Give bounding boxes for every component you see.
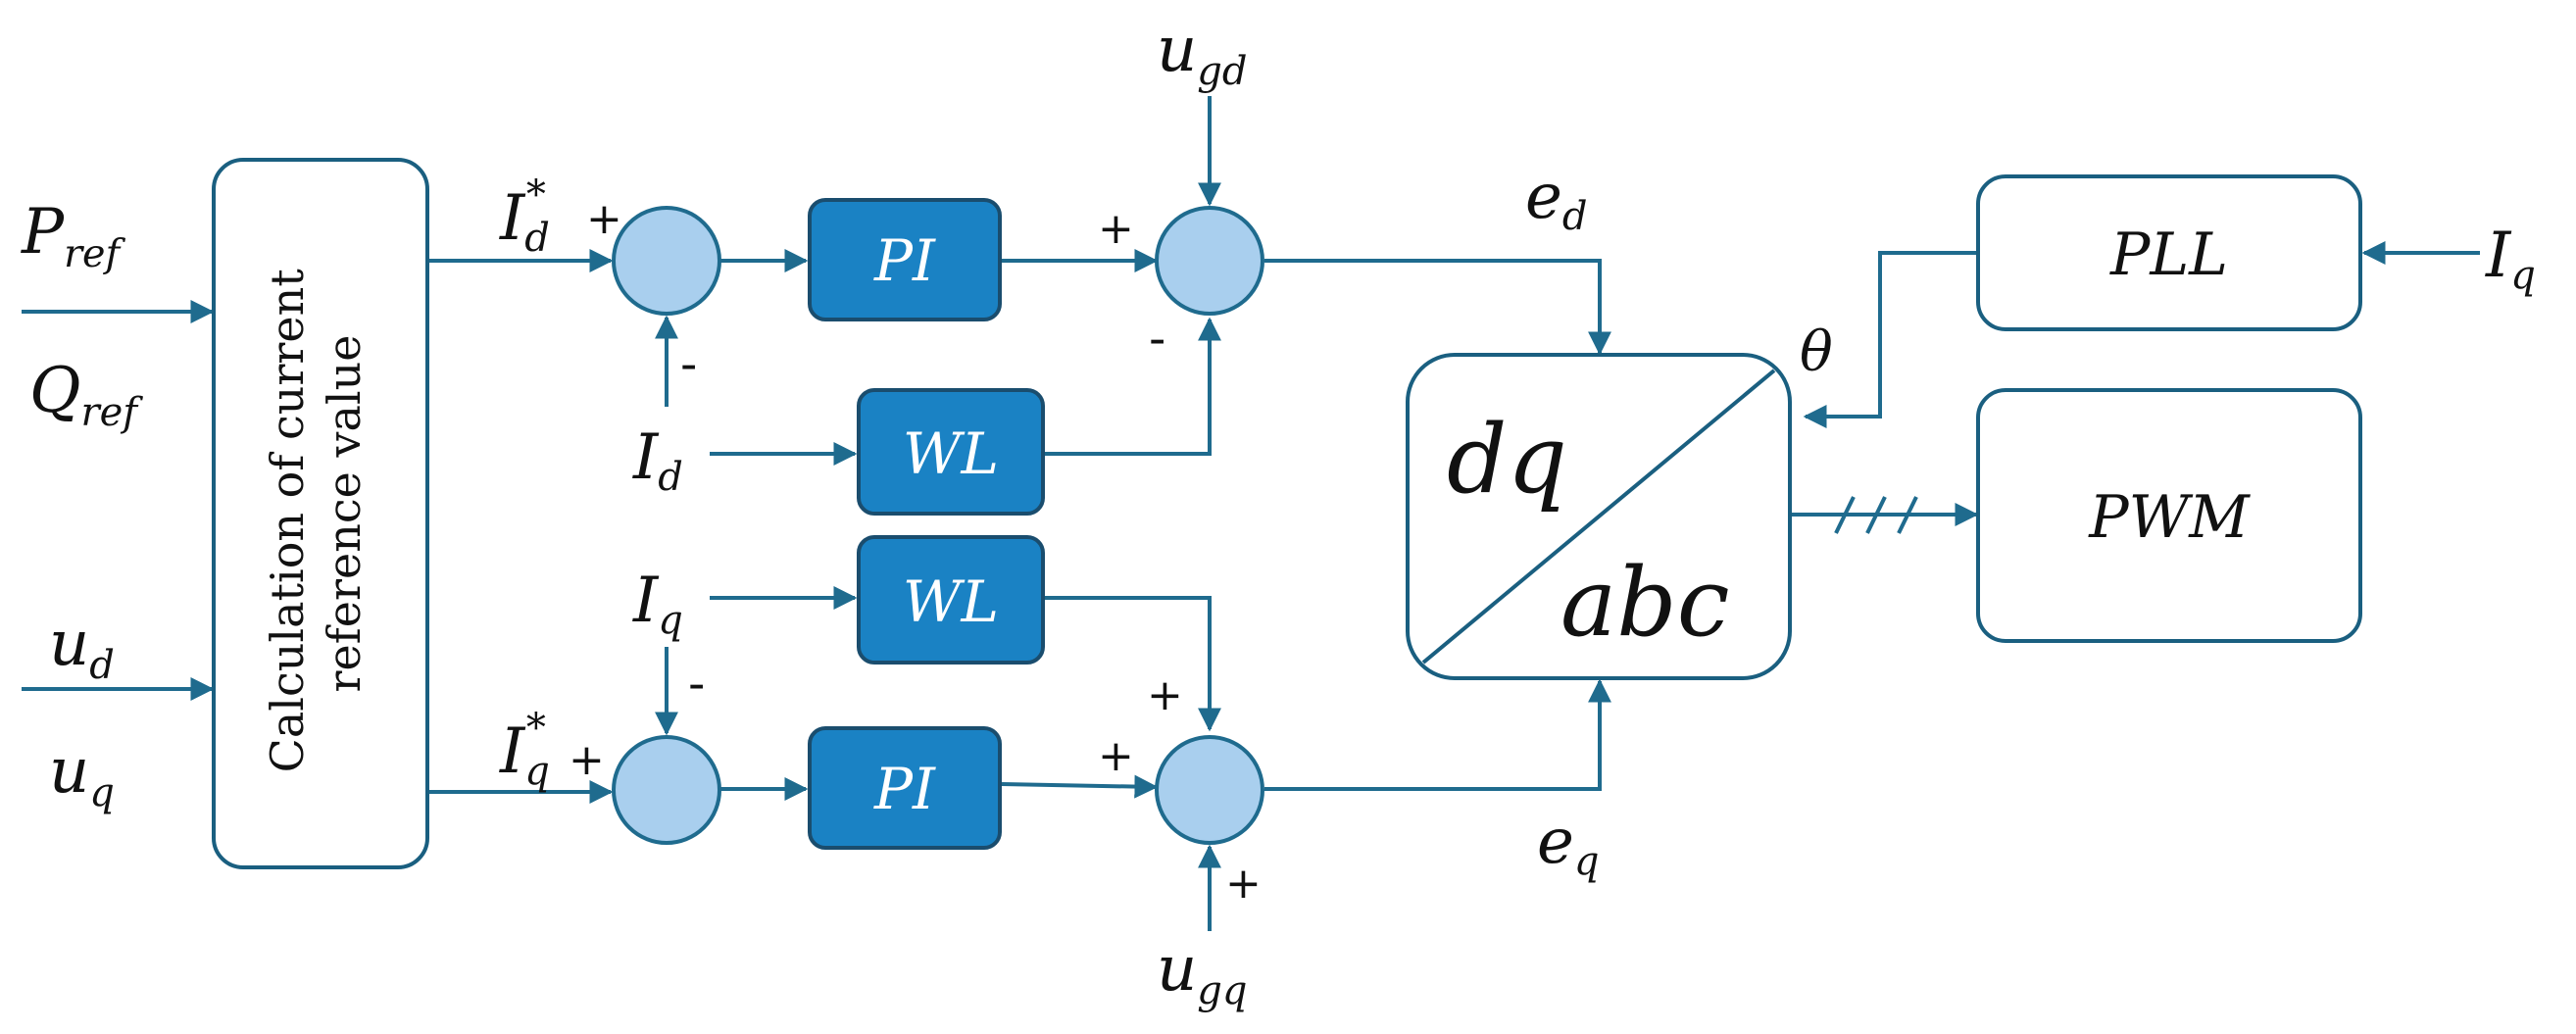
label-u-gq: ugq xyxy=(1157,933,1247,1013)
wl-q-label: WL xyxy=(903,568,999,635)
label-e-d: ed xyxy=(1525,161,1587,239)
sign-id-minus: - xyxy=(680,337,697,392)
wl-d-label: WL xyxy=(903,420,999,487)
label-p-ref: Pref xyxy=(21,196,126,276)
pi-d-label: PI xyxy=(873,227,936,294)
label-iq-ref: Iq* xyxy=(499,706,550,794)
pi-q-label: PI xyxy=(873,756,936,822)
label-u-d: ud xyxy=(49,608,115,688)
wire-pi2-sum4 xyxy=(1001,774,1159,799)
sign-sum4-plus-left: + xyxy=(1098,731,1134,781)
dq-label: dq xyxy=(1447,405,1567,515)
label-u-q: uq xyxy=(49,735,115,815)
label-id-ref: Id* xyxy=(499,172,550,261)
label-theta: θ xyxy=(1800,320,1833,384)
pwm-label: PWM xyxy=(2088,483,2251,552)
three-phase-slash-2 xyxy=(1865,496,1887,534)
label-i-q-pll: Iq xyxy=(2485,220,2536,298)
wires xyxy=(22,96,2480,931)
pll-label: PLL xyxy=(2109,221,2228,289)
label-e-q: eq xyxy=(1537,806,1599,884)
wl-decoupling-d: WL xyxy=(857,388,1045,516)
three-phase-slash-3 xyxy=(1897,496,1918,534)
label-i-q-wl: Iq xyxy=(632,565,683,643)
sign-sum2-plus: + xyxy=(1098,204,1134,254)
label-q-ref: Qref xyxy=(29,355,143,435)
abc-label: abc xyxy=(1560,548,1729,658)
wire-ed xyxy=(1264,259,1611,356)
sign-iq-minus: - xyxy=(688,657,705,712)
wire-wl2-sum4 xyxy=(1043,596,1221,732)
wire-eq xyxy=(1264,678,1611,791)
sum-junction-q-error xyxy=(612,735,721,845)
sign-sum2-minus: - xyxy=(1149,312,1165,367)
transform-divider xyxy=(1421,369,1776,665)
pi-controller-d: PI xyxy=(808,198,1002,321)
pi-controller-q: PI xyxy=(808,726,1002,850)
sign-id-plus: + xyxy=(586,194,622,244)
wl-decoupling-q: WL xyxy=(857,535,1045,665)
sum-junction-q-output xyxy=(1155,735,1264,845)
dq-abc-transform-block: dq abc xyxy=(1406,353,1792,680)
sign-sum4-plus-bottom: + xyxy=(1225,859,1262,909)
sum-junction-d-error xyxy=(612,206,721,316)
current-reference-block: Calculation of current reference value xyxy=(212,158,429,869)
pwm-block: PWM xyxy=(1976,388,2362,643)
calc-label: Calculation of current reference value xyxy=(261,255,371,773)
calc-label-line1: Calculation of current xyxy=(261,269,314,773)
sum-junction-d-output xyxy=(1155,206,1264,316)
sign-sum4-plus-top: + xyxy=(1147,670,1183,720)
label-u-gd: ugd xyxy=(1157,14,1247,94)
wire-wl1-sum2 xyxy=(1043,317,1221,456)
sign-iq-plus: + xyxy=(569,735,605,785)
three-phase-slash-1 xyxy=(1834,496,1856,534)
wire-theta xyxy=(1803,251,1978,428)
label-i-d: Id xyxy=(632,421,683,500)
calc-label-line2: reference value xyxy=(318,335,371,693)
pll-block: PLL xyxy=(1976,174,2362,331)
